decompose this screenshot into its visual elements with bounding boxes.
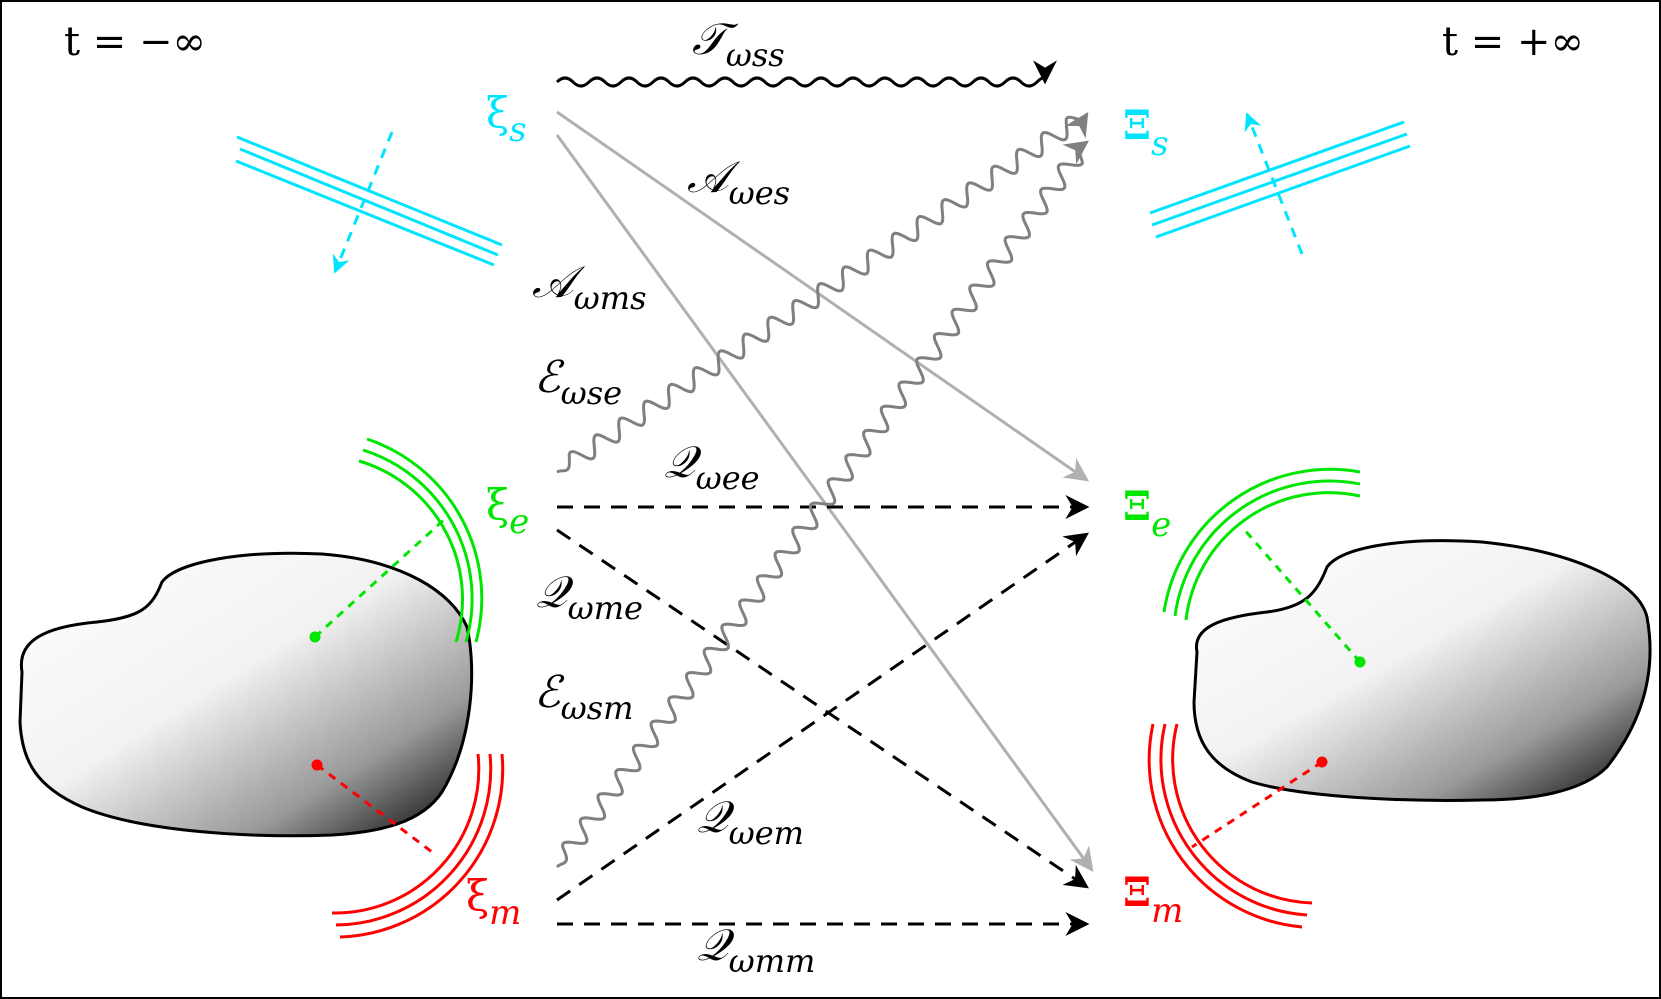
incoming-plane-wave-cyan: [235, 131, 503, 274]
outgoing-wavefront-green: [1162, 467, 1366, 668]
time-label-right: t = +∞: [1442, 19, 1584, 65]
label-Q-mm: 𝒬ωmm: [697, 920, 815, 980]
in-mode-xi-m: ξm: [466, 871, 521, 933]
left-body-shape: [18, 551, 474, 838]
label-A-es: 𝒜ωes: [687, 152, 790, 212]
time-label-left: t = −∞: [64, 19, 206, 65]
right-body-shape: [1192, 539, 1652, 802]
out-mode-Xi-s: Ξs: [1123, 102, 1169, 164]
label-A-ms: 𝒜ωms: [532, 257, 646, 317]
incoming-wavefront-green: [309, 437, 484, 643]
out-mode-Xi-m: Ξm: [1123, 869, 1183, 931]
in-mode-xi-s: ξs: [486, 88, 527, 150]
label-E-se: ℰωse: [534, 352, 622, 412]
out-mode-Xi-e: Ξe: [1123, 483, 1171, 545]
outgoing-plane-wave-cyan: [1149, 112, 1411, 255]
arrow-E-se: [556, 111, 1089, 474]
arrow-T-ss: [555, 60, 1057, 88]
arrow-E-sm: [555, 140, 1089, 869]
outgoing-wavefront-red: [1147, 723, 1328, 929]
label-Q-em: 𝒬ωem: [697, 792, 804, 852]
arrow-Q-me: [556, 528, 1089, 889]
label-E-sm: ℰωsm: [534, 667, 634, 727]
label-Q-ee: 𝒬ωee: [664, 437, 760, 497]
arrow-A-es: [556, 110, 1089, 482]
label-T-ss: 𝒯ωss: [692, 14, 785, 74]
incoming-wavefront-red: [311, 753, 505, 939]
in-mode-xi-e: ξe: [486, 480, 529, 542]
